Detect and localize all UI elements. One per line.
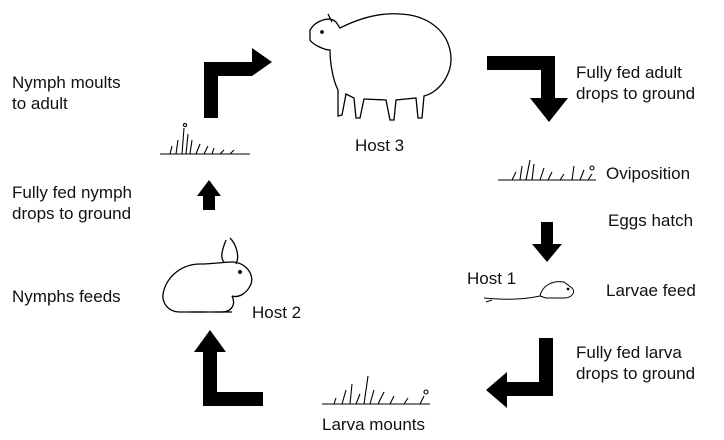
label-fully-fed-nymph: Fully fed nymph drops to ground <box>12 182 132 224</box>
label-larva-mounts: Larva mounts <box>322 415 425 434</box>
label-line: drops to ground <box>12 204 132 223</box>
arrow-right-down <box>487 56 568 122</box>
label-line: Nymph moults <box>12 73 121 92</box>
label-line: drops to ground <box>576 84 696 103</box>
label-eggs-hatch: Eggs hatch <box>608 211 694 230</box>
arrow-up-small <box>197 180 221 210</box>
label-line: Fully fed larva <box>576 343 682 362</box>
label-line: drops to ground <box>576 364 696 383</box>
label-nymph-moults: Nymph moults to adult <box>12 72 121 114</box>
label-larvae-feed: Larvae feed <box>606 281 696 300</box>
label-host-2: Host 2 <box>252 303 302 322</box>
label-line: to adult <box>12 94 68 113</box>
label-fully-fed-adult: Fully fed adult drops to ground <box>576 62 695 104</box>
arrow-up-right <box>204 48 272 118</box>
label-oviposition: Oviposition <box>606 164 691 183</box>
label-line: Fully fed adult <box>576 63 682 82</box>
label-line: Fully fed nymph <box>12 183 132 202</box>
sheep-icon <box>309 13 452 121</box>
arrow-down-left <box>486 338 553 408</box>
label-host-3: Host 3 <box>355 136 405 155</box>
grass-icon <box>160 122 596 405</box>
arrow-down-small <box>532 222 562 262</box>
label-fully-fed-larva: Fully fed larva drops to ground <box>576 342 695 384</box>
label-nymphs-feeds: Nymphs feeds <box>12 287 121 306</box>
arrow-left-up <box>194 330 263 406</box>
rodent-icon <box>483 281 575 303</box>
label-host-1: Host 1 <box>467 269 517 288</box>
rabbit-icon <box>162 237 253 313</box>
